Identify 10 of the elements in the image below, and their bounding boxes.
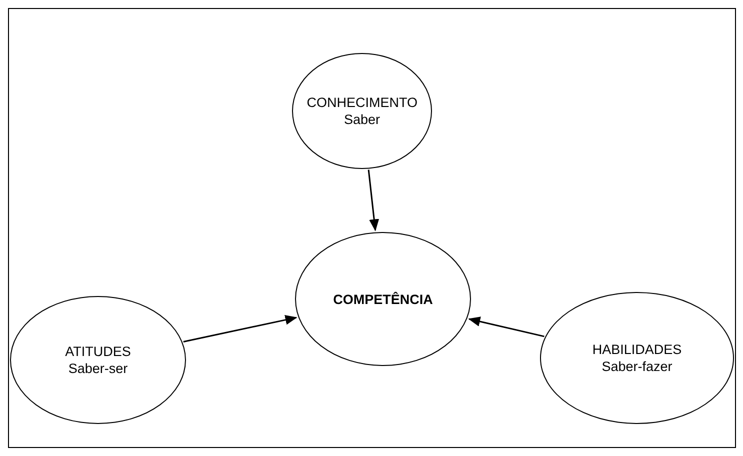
concept-label: Saber-fazer — [600, 358, 674, 375]
arrow — [368, 170, 380, 232]
concept-label: HABILIDADES — [591, 341, 683, 358]
concept-label: COMPETÊNCIA — [332, 290, 434, 308]
concept-label: ATITUDES — [64, 343, 132, 360]
concept-label: Saber-ser — [67, 360, 129, 377]
concept-label: CONHECIMENTO — [306, 94, 418, 111]
arrow — [468, 316, 544, 338]
concept-label: Saber — [342, 111, 381, 128]
arrow — [183, 314, 298, 342]
